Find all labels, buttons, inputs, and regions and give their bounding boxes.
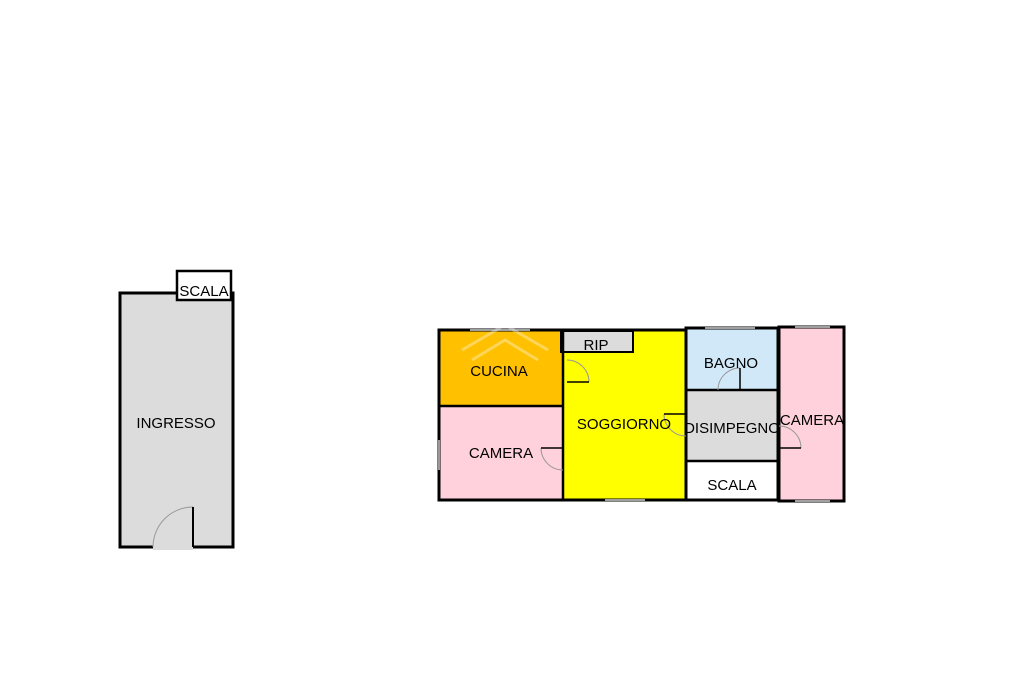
room-camera-destra bbox=[779, 327, 844, 501]
room-label-scala-ingresso: SCALA bbox=[179, 283, 228, 300]
room-label-ingresso: INGRESSO bbox=[136, 415, 215, 432]
room-label-soggiorno: SOGGIORNO bbox=[577, 416, 671, 433]
door-camera-destra-icon bbox=[778, 425, 802, 449]
room-scala-piano bbox=[686, 461, 778, 500]
windows bbox=[438, 326, 830, 502]
room-label-camera-destra: CAMERA bbox=[780, 412, 844, 429]
room-label-rip: RIP bbox=[583, 337, 608, 354]
room-label-camera-sinistra: CAMERA bbox=[469, 445, 533, 462]
room-soggiorno bbox=[563, 330, 686, 500]
room-label-cucina: CUCINA bbox=[470, 363, 528, 380]
room-label-scala-piano: SCALA bbox=[707, 477, 756, 494]
door-bagno-icon bbox=[717, 367, 741, 391]
room-scala-ingresso bbox=[175, 269, 233, 302]
room-label-bagno: BAGNO bbox=[704, 355, 758, 372]
room-label-disimpegno: DISIMPEGNO bbox=[684, 420, 780, 437]
entrance-opening bbox=[153, 540, 193, 550]
door-swing-icon bbox=[152, 506, 194, 548]
room-camera-sinistra bbox=[439, 406, 563, 500]
door-soggiorno-icon bbox=[663, 413, 687, 437]
door-cucina-icon bbox=[566, 359, 590, 383]
door-swings bbox=[540, 359, 802, 471]
door-camera-sinistra-icon bbox=[540, 447, 564, 471]
room-bagno bbox=[686, 328, 778, 389]
room-ingresso bbox=[118, 291, 235, 549]
watermark-logo bbox=[461, 323, 549, 362]
room-cucina bbox=[439, 330, 563, 406]
room-disimpegno bbox=[686, 391, 778, 461]
